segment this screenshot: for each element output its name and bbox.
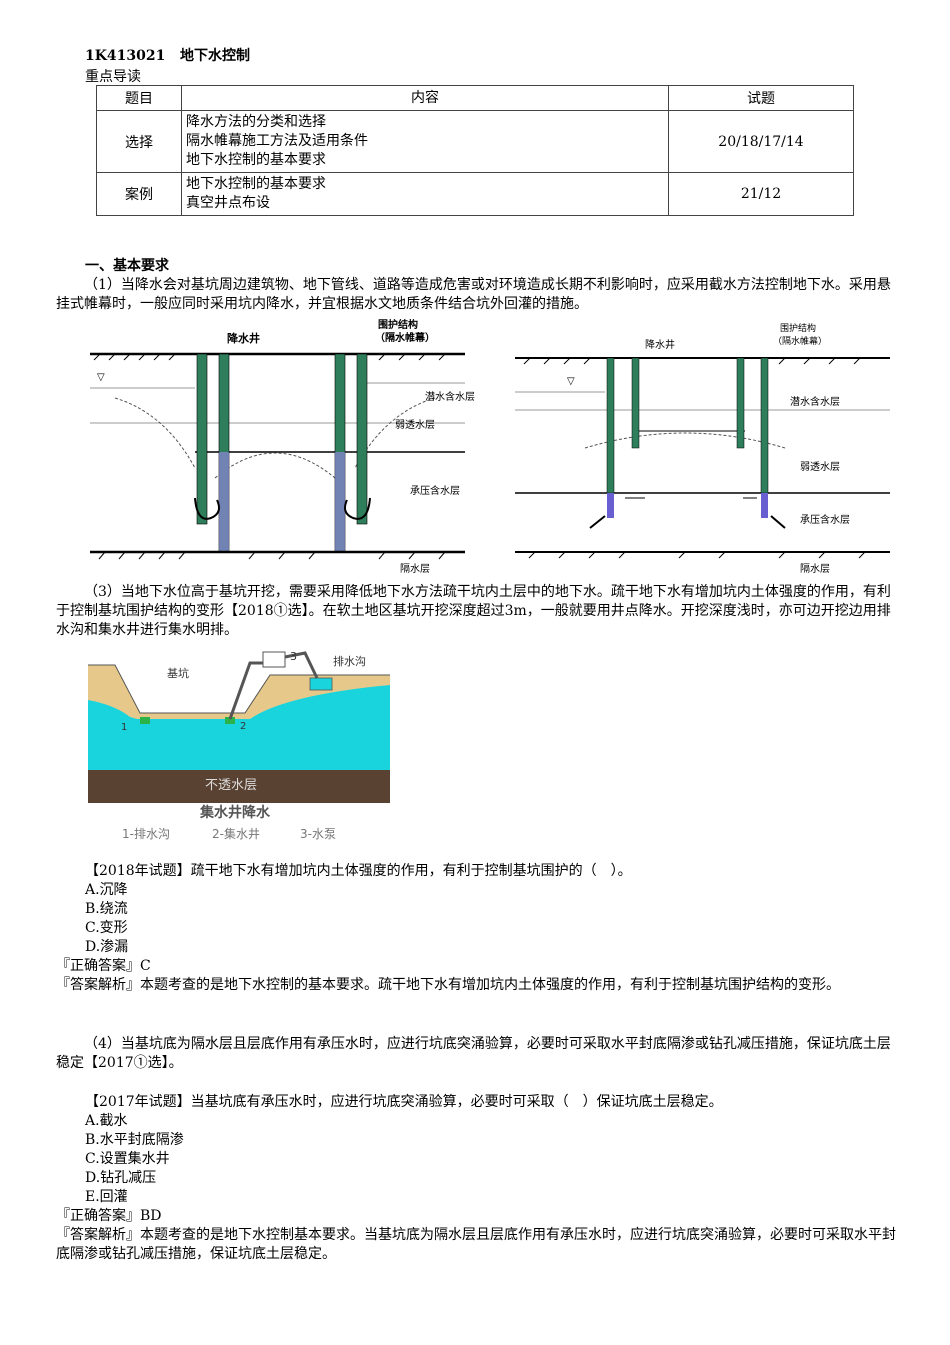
table-row: 案例 地下水控制的基本要求 真空井点布设 21/12 [96, 172, 854, 216]
label-curtain: 围护结构 [780, 322, 816, 334]
table-cell-content: 地下水控制的基本要求 真空井点布设 [181, 172, 669, 216]
label-ditch: 排水沟 [333, 654, 366, 668]
content-line: 隔水帷幕施工方法及适用条件 [186, 133, 368, 149]
answer: 『正确答案』C [56, 958, 151, 974]
label-pump-number: 3 [290, 650, 297, 663]
label-layer: 潜水含水层 [790, 395, 840, 408]
content-line: 地下水控制的基本要求 [186, 152, 326, 168]
sump-figure: 基坑 排水沟 3 1 2 不透水层 集水井降水 1-排水沟 2-集水井 3-水泵 [85, 645, 395, 845]
option: C.设置集水井 [85, 1151, 170, 1167]
svg-text:▽: ▽ [567, 376, 575, 387]
option: D.钻孔减压 [85, 1170, 157, 1186]
option: E.回灌 [85, 1189, 128, 1205]
option: A.截水 [85, 1113, 128, 1129]
option: A.沉降 [85, 882, 128, 898]
section-heading: 一、基本要求 [85, 258, 169, 274]
legend-item: 3-水泵 [300, 827, 336, 841]
label-layer: 承压含水层 [800, 513, 850, 526]
key-points-table: 题目 内容 试题 选择 降水方法的分类和选择 隔水帷幕施工方法及适用条件 地下水… [96, 85, 854, 216]
figure-caption: 集水井降水 [199, 804, 271, 821]
table-row: 选择 降水方法的分类和选择 隔水帷幕施工方法及适用条件 地下水控制的基本要求 2… [96, 110, 854, 173]
label-curtain-sub: （隔水帷幕） [375, 331, 435, 344]
table-cell-topic: 案例 [96, 172, 182, 216]
right-diagram: ▽ 降水井 围护结构 （隔水帷幕） 潜水含水层 弱透水层 承压含水层 隔水层 [515, 322, 890, 575]
paragraph: （3）当地下水位高于基坑开挖，需要采用降低地下水方法疏干坑内土层中的地下水。疏干… [56, 584, 891, 638]
table-cell-topic: 选择 [96, 110, 182, 173]
label-impervious: 不透水层 [205, 778, 257, 793]
analysis: 『答案解析』本题考查的是地下水控制基本要求。当基坑底为隔水层且层底作用有承压水时… [56, 1227, 896, 1262]
left-diagram: ▽ 降水井 围护结构 （隔水帷幕） 潜水含水层 弱透水层 承压含水层 隔水层 [90, 318, 475, 575]
label-layer: 潜水含水层 [425, 390, 475, 403]
content-line: 降水方法的分类和选择 [186, 114, 326, 130]
table-header: 试题 [668, 85, 854, 111]
doc-subtitle: 重点导读 [85, 69, 141, 85]
label-layer: 隔水层 [400, 563, 430, 575]
option: D.渗漏 [85, 939, 129, 955]
label-curtain-sub: （隔水帷幕） [773, 335, 827, 347]
label-ditch-number: 1 [121, 722, 127, 733]
paragraph: （1）当降水会对基坑周边建筑物、地下管线、道路等造成危害或对环境造成长期不利影响… [56, 277, 891, 312]
option: B.绕流 [85, 901, 128, 917]
table-cell-years: 20/18/17/14 [668, 110, 854, 173]
table-header-row: 题目 内容 试题 [96, 85, 854, 111]
paragraph: （4）当基坑底为隔水层且层底作用有承压水时，应进行坑底突涌验算，必要时可采取水平… [56, 1036, 891, 1071]
label-layer: 隔水层 [800, 563, 830, 575]
dewatering-figure: ▽ 降水井 围护结构 （隔水帷幕） 潜水含水层 弱透水层 承压含水层 隔水层 [90, 318, 890, 575]
question-2017-stem: 【2017年试题】当基坑底有承压水时，应进行坑底突涌验算，必要时可采取（ ）保证… [85, 1094, 723, 1110]
label-layer: 弱透水层 [395, 419, 435, 431]
option: B.水平封底隔渗 [85, 1132, 184, 1148]
doc-code: 1K413021 [85, 48, 166, 64]
label-well-number: 2 [240, 721, 246, 732]
doc-title-text: 地下水控制 [179, 48, 250, 64]
content-line: 真空井点布设 [186, 195, 270, 211]
label-well: 降水井 [645, 338, 675, 351]
label-layer: 弱透水层 [800, 461, 840, 473]
table-cell-years: 21/12 [668, 172, 854, 216]
legend-item: 2-集水井 [212, 826, 260, 841]
option: C.变形 [85, 920, 128, 936]
analysis: 『答案解析』本题考查的是地下水控制的基本要求。疏干地下水有增加坑内土体强度的作用… [56, 977, 840, 993]
table-header: 内容 [181, 85, 669, 111]
doc-title: 1K413021 地下水控制 [85, 45, 250, 65]
label-layer: 承压含水层 [410, 484, 460, 497]
svg-text:▽: ▽ [97, 372, 105, 383]
answer: 『正确答案』BD [56, 1208, 162, 1224]
table-header: 题目 [96, 85, 182, 111]
label-curtain: 围护结构 [378, 318, 418, 331]
content-line: 地下水控制的基本要求 [186, 176, 326, 192]
legend-item: 1-排水沟 [122, 827, 170, 841]
label-well: 降水井 [227, 331, 260, 345]
label-pit: 基坑 [167, 666, 189, 680]
question-2018-stem: 【2018年试题】疏干地下水有增加坑内土体强度的作用，有利于控制基坑围护的（ ）… [85, 863, 632, 879]
table-cell-content: 降水方法的分类和选择 隔水帷幕施工方法及适用条件 地下水控制的基本要求 [181, 110, 669, 173]
